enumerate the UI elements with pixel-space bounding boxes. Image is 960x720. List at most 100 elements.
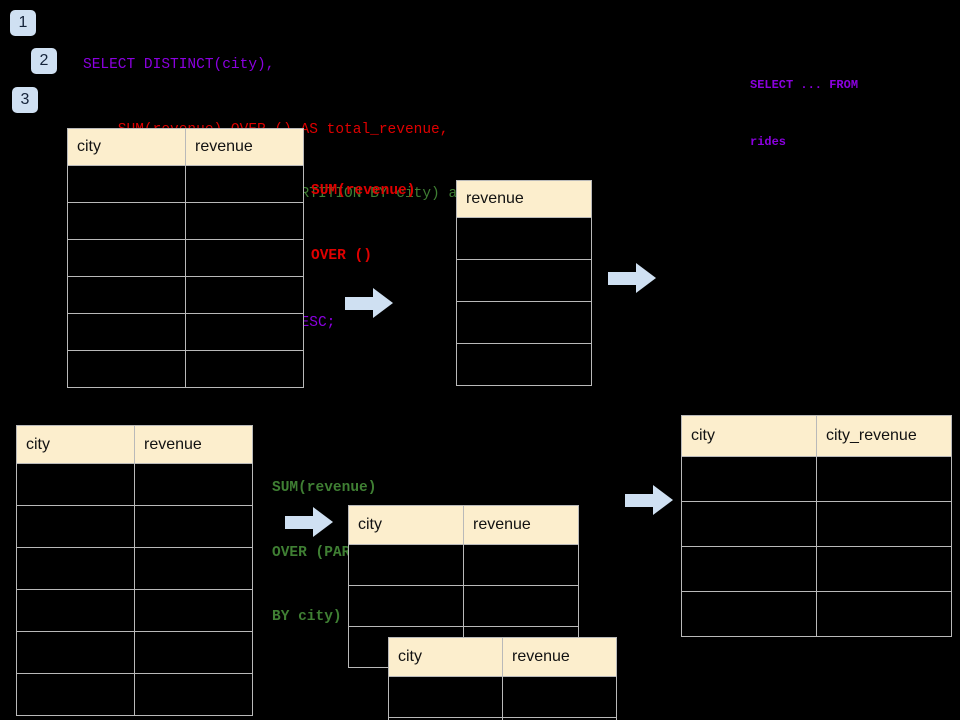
table-row xyxy=(681,456,952,502)
column-header-revenue: revenue xyxy=(463,505,579,545)
table-result: city city_revenue xyxy=(681,415,952,637)
column-header-city-revenue: city_revenue xyxy=(816,415,952,457)
arrow-shaft xyxy=(285,516,315,529)
table-header-row: city revenue xyxy=(348,505,579,545)
annotation-total-revenue-line-2: OVER () xyxy=(311,247,372,264)
side-note-line-1: SELECT ... FROM xyxy=(750,78,859,92)
table-row xyxy=(67,202,304,240)
step-badge-1: 1 xyxy=(10,10,36,36)
table-header-row: city revenue xyxy=(16,425,253,464)
arrow-partition-to-result xyxy=(625,485,673,515)
table-row xyxy=(388,676,617,718)
table-row xyxy=(456,301,592,344)
table-row xyxy=(67,239,304,277)
column-header-revenue: revenue xyxy=(502,637,617,677)
table-row xyxy=(16,547,253,590)
arrow-head xyxy=(313,507,333,537)
table-cell xyxy=(502,676,617,718)
table-cell xyxy=(67,239,186,277)
arrow-head xyxy=(653,485,673,515)
arrow-source-to-partition xyxy=(285,507,333,537)
table-cell xyxy=(16,673,135,716)
annotation-total-revenue-line-1: SUM(revenue) xyxy=(311,183,416,199)
table-row xyxy=(456,259,592,302)
table-cell xyxy=(67,350,186,388)
side-note-line-2: rides xyxy=(750,135,787,149)
table-cell xyxy=(816,546,952,592)
table-row xyxy=(456,343,592,386)
table-cell xyxy=(185,313,304,351)
table-cell xyxy=(463,544,579,586)
table-total-revenue: revenue xyxy=(456,180,592,386)
table-header-row: revenue xyxy=(456,180,592,218)
table-row xyxy=(348,585,579,627)
table-cell xyxy=(185,239,304,277)
table-cell xyxy=(816,501,952,547)
arrow-source-to-total-revenue xyxy=(345,288,393,318)
table-source-top: city revenue xyxy=(67,128,304,388)
table-row xyxy=(67,350,304,388)
table-cell xyxy=(16,631,135,674)
table-row xyxy=(681,591,952,637)
table-cell xyxy=(816,591,952,637)
table-cell xyxy=(456,259,592,302)
table-row xyxy=(681,546,952,592)
table-row xyxy=(16,673,253,716)
column-header-revenue: revenue xyxy=(134,425,253,464)
table-cell xyxy=(456,301,592,344)
table-row xyxy=(16,505,253,548)
table-cell xyxy=(816,456,952,502)
column-header-revenue: revenue xyxy=(456,180,592,218)
arrow-head xyxy=(636,263,656,293)
table-cell xyxy=(681,501,817,547)
arrow-shaft xyxy=(345,297,375,310)
table-partition-front: city revenue xyxy=(388,637,617,720)
table-cell xyxy=(502,717,617,720)
table-cell xyxy=(134,673,253,716)
column-header-city: city xyxy=(67,128,186,166)
table-cell xyxy=(456,343,592,386)
table-cell xyxy=(16,589,135,632)
table-row xyxy=(67,276,304,314)
table-cell xyxy=(67,165,186,203)
column-header-city: city xyxy=(681,415,817,457)
arrow-shaft xyxy=(608,272,638,285)
arrow-total-revenue-to-result xyxy=(608,263,656,293)
table-cell xyxy=(456,217,592,260)
table-cell xyxy=(16,463,135,506)
table-row xyxy=(67,313,304,351)
table-cell xyxy=(348,544,464,586)
table-cell xyxy=(67,313,186,351)
table-cell xyxy=(185,350,304,388)
table-header-row: city revenue xyxy=(67,128,304,166)
side-note-select-from: SELECT ... FROM rides xyxy=(750,38,858,190)
arrow-head xyxy=(373,288,393,318)
table-row xyxy=(67,165,304,203)
column-header-city: city xyxy=(16,425,135,464)
table-cell xyxy=(185,202,304,240)
table-row xyxy=(348,544,579,586)
table-source-bottom: city revenue xyxy=(16,425,253,716)
table-cell xyxy=(388,676,503,718)
table-row xyxy=(456,217,592,260)
sql-line-select: SELECT DISTINCT(city), xyxy=(83,57,275,73)
table-cell xyxy=(134,631,253,674)
table-cell xyxy=(67,276,186,314)
table-cell xyxy=(185,165,304,203)
arrow-shaft xyxy=(625,494,655,507)
column-header-revenue: revenue xyxy=(185,128,304,166)
annotation-city-revenue-line-3: BY city) xyxy=(272,609,342,625)
table-cell xyxy=(134,505,253,548)
table-cell xyxy=(185,276,304,314)
table-header-row: city revenue xyxy=(388,637,617,677)
table-cell xyxy=(348,585,464,627)
table-cell xyxy=(134,589,253,632)
table-row xyxy=(388,717,617,720)
step-badge-3: 3 xyxy=(12,87,38,113)
table-cell xyxy=(67,202,186,240)
table-row xyxy=(681,501,952,547)
table-row xyxy=(16,463,253,506)
step-badge-2: 2 xyxy=(31,48,57,74)
table-cell xyxy=(681,546,817,592)
